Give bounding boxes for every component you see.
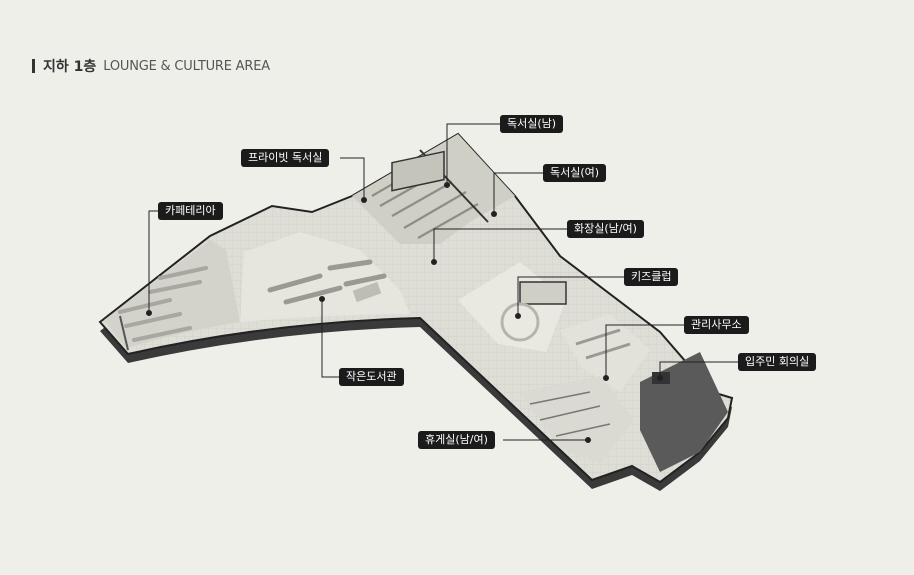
kids-club-zone — [458, 262, 567, 352]
leader-lines — [146, 123, 741, 443]
label-small-library: 작은도서관 — [339, 368, 404, 386]
label-cafeteria: 카페테리아 — [158, 202, 223, 220]
label-private-reading-room: 프라이빗 독서실 — [241, 149, 330, 167]
cafeteria-zone — [104, 240, 240, 351]
label-residents-meeting-room: 입주민 회의실 — [738, 353, 817, 371]
reading-rooms-zone — [352, 134, 515, 244]
floor-title: 지하 1층 — [43, 59, 97, 75]
management-zone — [560, 314, 650, 392]
label-reading-room-men: 독서실(남) — [500, 115, 564, 133]
label-restroom: 화장실(남/여) — [567, 220, 644, 238]
label-management-office: 관리사무소 — [684, 316, 749, 334]
label-kids-club: 키즈클럽 — [624, 268, 679, 286]
page-heading: 지하 1층 LOUNGE & CULTURE AREA — [32, 56, 270, 76]
label-lounge: 휴게실(남/여) — [418, 431, 495, 449]
lounge-zone — [520, 376, 634, 464]
label-reading-room-women: 독서실(여) — [543, 164, 607, 182]
heading-marker — [32, 59, 35, 73]
area-title: LOUNGE & CULTURE AREA — [103, 58, 270, 74]
library-zone — [240, 232, 410, 322]
